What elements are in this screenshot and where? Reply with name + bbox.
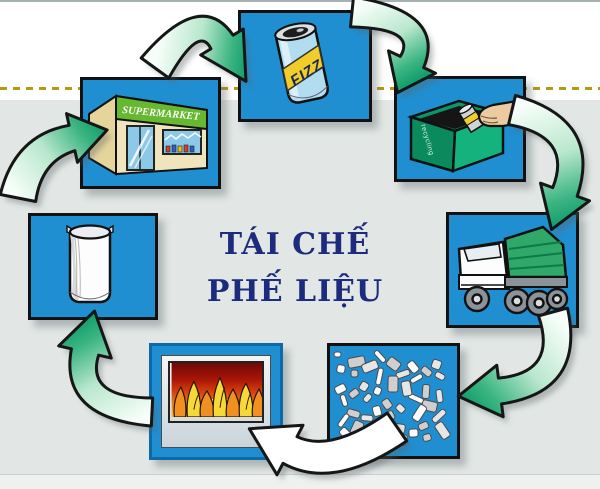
stage-box-furnace <box>149 343 283 460</box>
garbage-truck-icon <box>457 225 569 317</box>
background-bottom-strip <box>0 474 600 489</box>
stage-box-recycling-bin: recycling <box>394 76 526 182</box>
fire-icon <box>171 363 262 417</box>
recycling-bin-icon: recycling <box>406 99 517 173</box>
title-line-1: TÁI CHẾ <box>219 227 371 262</box>
furnace-frame <box>161 355 271 448</box>
soda-can-icon: FIZZ <box>274 22 329 104</box>
arrow-furnace-to-new-blank-can <box>57 309 158 432</box>
stage-box-supermarket: SUPERMARKET <box>80 77 221 189</box>
shredded-metal-icon <box>333 350 451 447</box>
diagram-title: TÁI CHẾ PHẾ LIỆU <box>188 221 402 315</box>
stage-box-new-blank-can <box>28 213 158 320</box>
title-line-2: PHẾ LIỆU <box>206 274 384 309</box>
top-edge-line <box>0 0 600 2</box>
stage-box-soda-can: FIZZ <box>238 10 372 122</box>
stage-box-shredded-metal <box>327 343 460 459</box>
stage-box-garbage-truck <box>446 212 579 328</box>
supermarket-icon: SUPERMARKET <box>88 94 208 176</box>
furnace-fire <box>168 361 264 423</box>
new-blank-can-icon <box>66 224 114 304</box>
